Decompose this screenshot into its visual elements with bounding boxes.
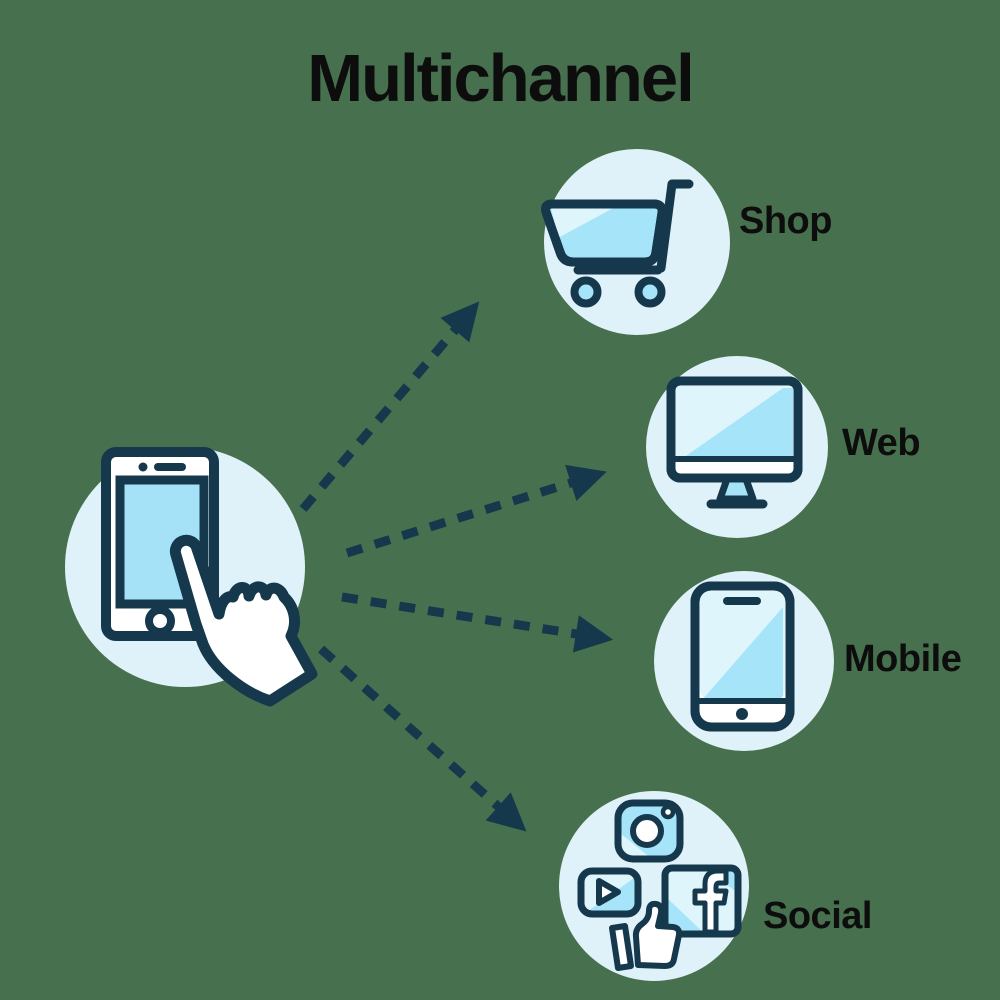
channel-node-web (646, 356, 828, 538)
channel-label-mobile: Mobile (844, 638, 962, 680)
arrow-to-social (318, 645, 527, 832)
arrow-to-web (345, 464, 607, 558)
page-title: Multichannel (307, 41, 694, 116)
arrow-to-shop (299, 301, 480, 512)
shopping-cart-icon (541, 179, 694, 308)
channel-label-web: Web (842, 422, 921, 464)
smartphone-icon (690, 581, 795, 732)
desktop-monitor-icon (666, 376, 803, 509)
youtube-icon (577, 867, 642, 918)
channel-label-shop: Shop (739, 200, 832, 242)
instagram-icon (614, 799, 684, 863)
connector-arrows (299, 301, 614, 832)
channel-node-shop (541, 149, 730, 335)
arrow-to-mobile (341, 592, 614, 653)
customer-node (65, 447, 318, 707)
thumbs-up-icon (609, 900, 683, 971)
channel-node-mobile (654, 571, 834, 751)
channel-node-social (559, 791, 749, 981)
facebook-icon (661, 864, 742, 938)
phone-tap-icon (101, 447, 318, 707)
channel-label-social: Social (763, 895, 872, 937)
